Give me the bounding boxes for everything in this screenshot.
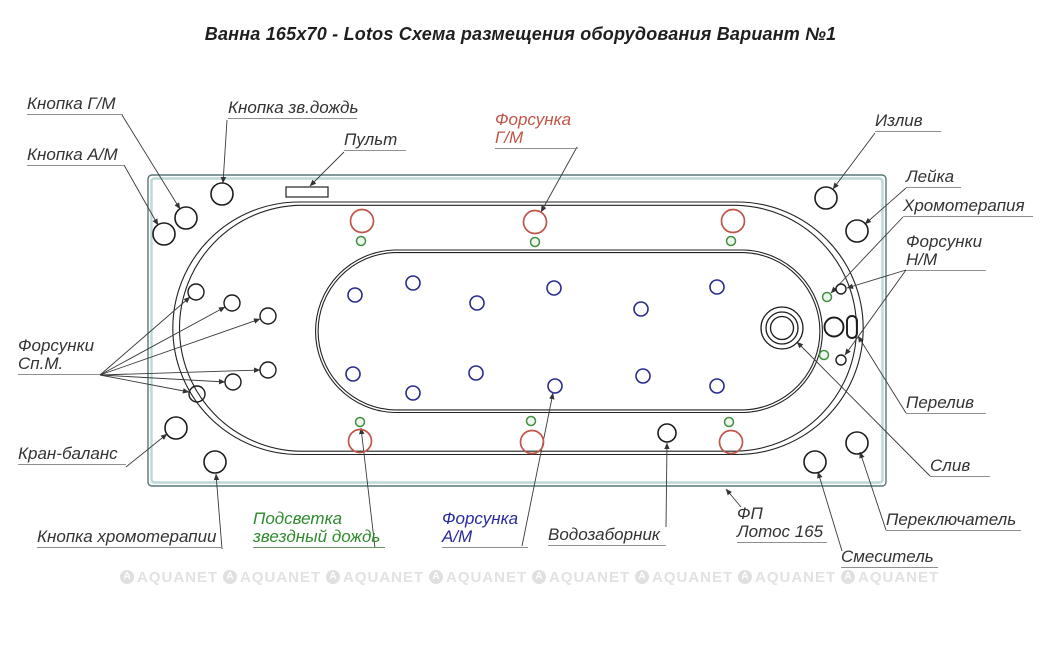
label-button-gm: Кнопка Г/М [27,95,123,115]
label-water-intake: Водозаборник [548,526,666,546]
label-mixer: Смеситель [841,548,938,568]
fitting-circle [823,316,845,338]
circled-a-icon: A [120,570,134,584]
drain [760,306,804,350]
label-front-panel: ФП Лотос 165 [737,505,827,543]
label-star-rain-light: Подсветка звездный дождь [253,510,385,548]
micro-jets-nm [835,283,847,366]
mixer [803,450,827,474]
label-air-jet-am: Форсунка А/М [442,510,528,548]
button-gm [174,206,198,230]
circled-a-icon: A [532,570,546,584]
water-intake [657,423,677,443]
diagram-title: Ванна 165х70 - Lotos Схема размещения об… [204,24,837,44]
tub-inner-basin [315,249,823,414]
valve-balance [164,416,188,440]
control-panel [285,186,329,198]
label-hydro-jet-gm: Форсунка Г/М [495,111,578,149]
label-spout: Излив [875,112,941,132]
circled-a-icon: A [841,570,855,584]
tub-rim [147,174,887,487]
label-micro-jets-nm: Форсунки Н/М [906,233,986,271]
button-am [152,222,176,246]
label-chromotherapy-button: Кнопка хромотерапии [37,528,222,548]
back-jets-spm [187,283,277,403]
spout [814,186,838,210]
circled-a-icon: A [738,570,752,584]
tub-outer-shell [172,201,864,456]
circled-a-icon: A [326,570,340,584]
label-hand-shower: Лейка [906,168,961,188]
button-star-rain [210,182,234,206]
label-drain: Слив [930,457,990,477]
label-button-am: Кнопка А/М [27,146,124,166]
label-balance-valve: Кран-баланс [18,445,126,465]
diverter [845,431,869,455]
label-diverter: Переключатель [886,511,1021,531]
led-lights-green [354,235,833,428]
circled-a-icon: A [429,570,443,584]
circled-a-icon: A [635,570,649,584]
label-overflow: Перелив [906,394,986,414]
label-back-jets-spm: Форсунки Сп.М. [18,337,100,375]
label-button-star-rain: Кнопка зв.дождь [228,98,359,119]
circled-a-icon: A [223,570,237,584]
leader-lines [99,114,931,552]
label-chromotherapy: Хромотерапия [903,197,1033,217]
label-control-panel: Пульт [344,131,406,151]
overflow-slot [846,315,858,339]
hand-shower [845,219,869,243]
hydro-jets-gm [347,208,746,455]
button-chromotherapy [203,450,227,474]
air-jets-am [345,275,725,401]
rim-buttons [152,182,869,474]
